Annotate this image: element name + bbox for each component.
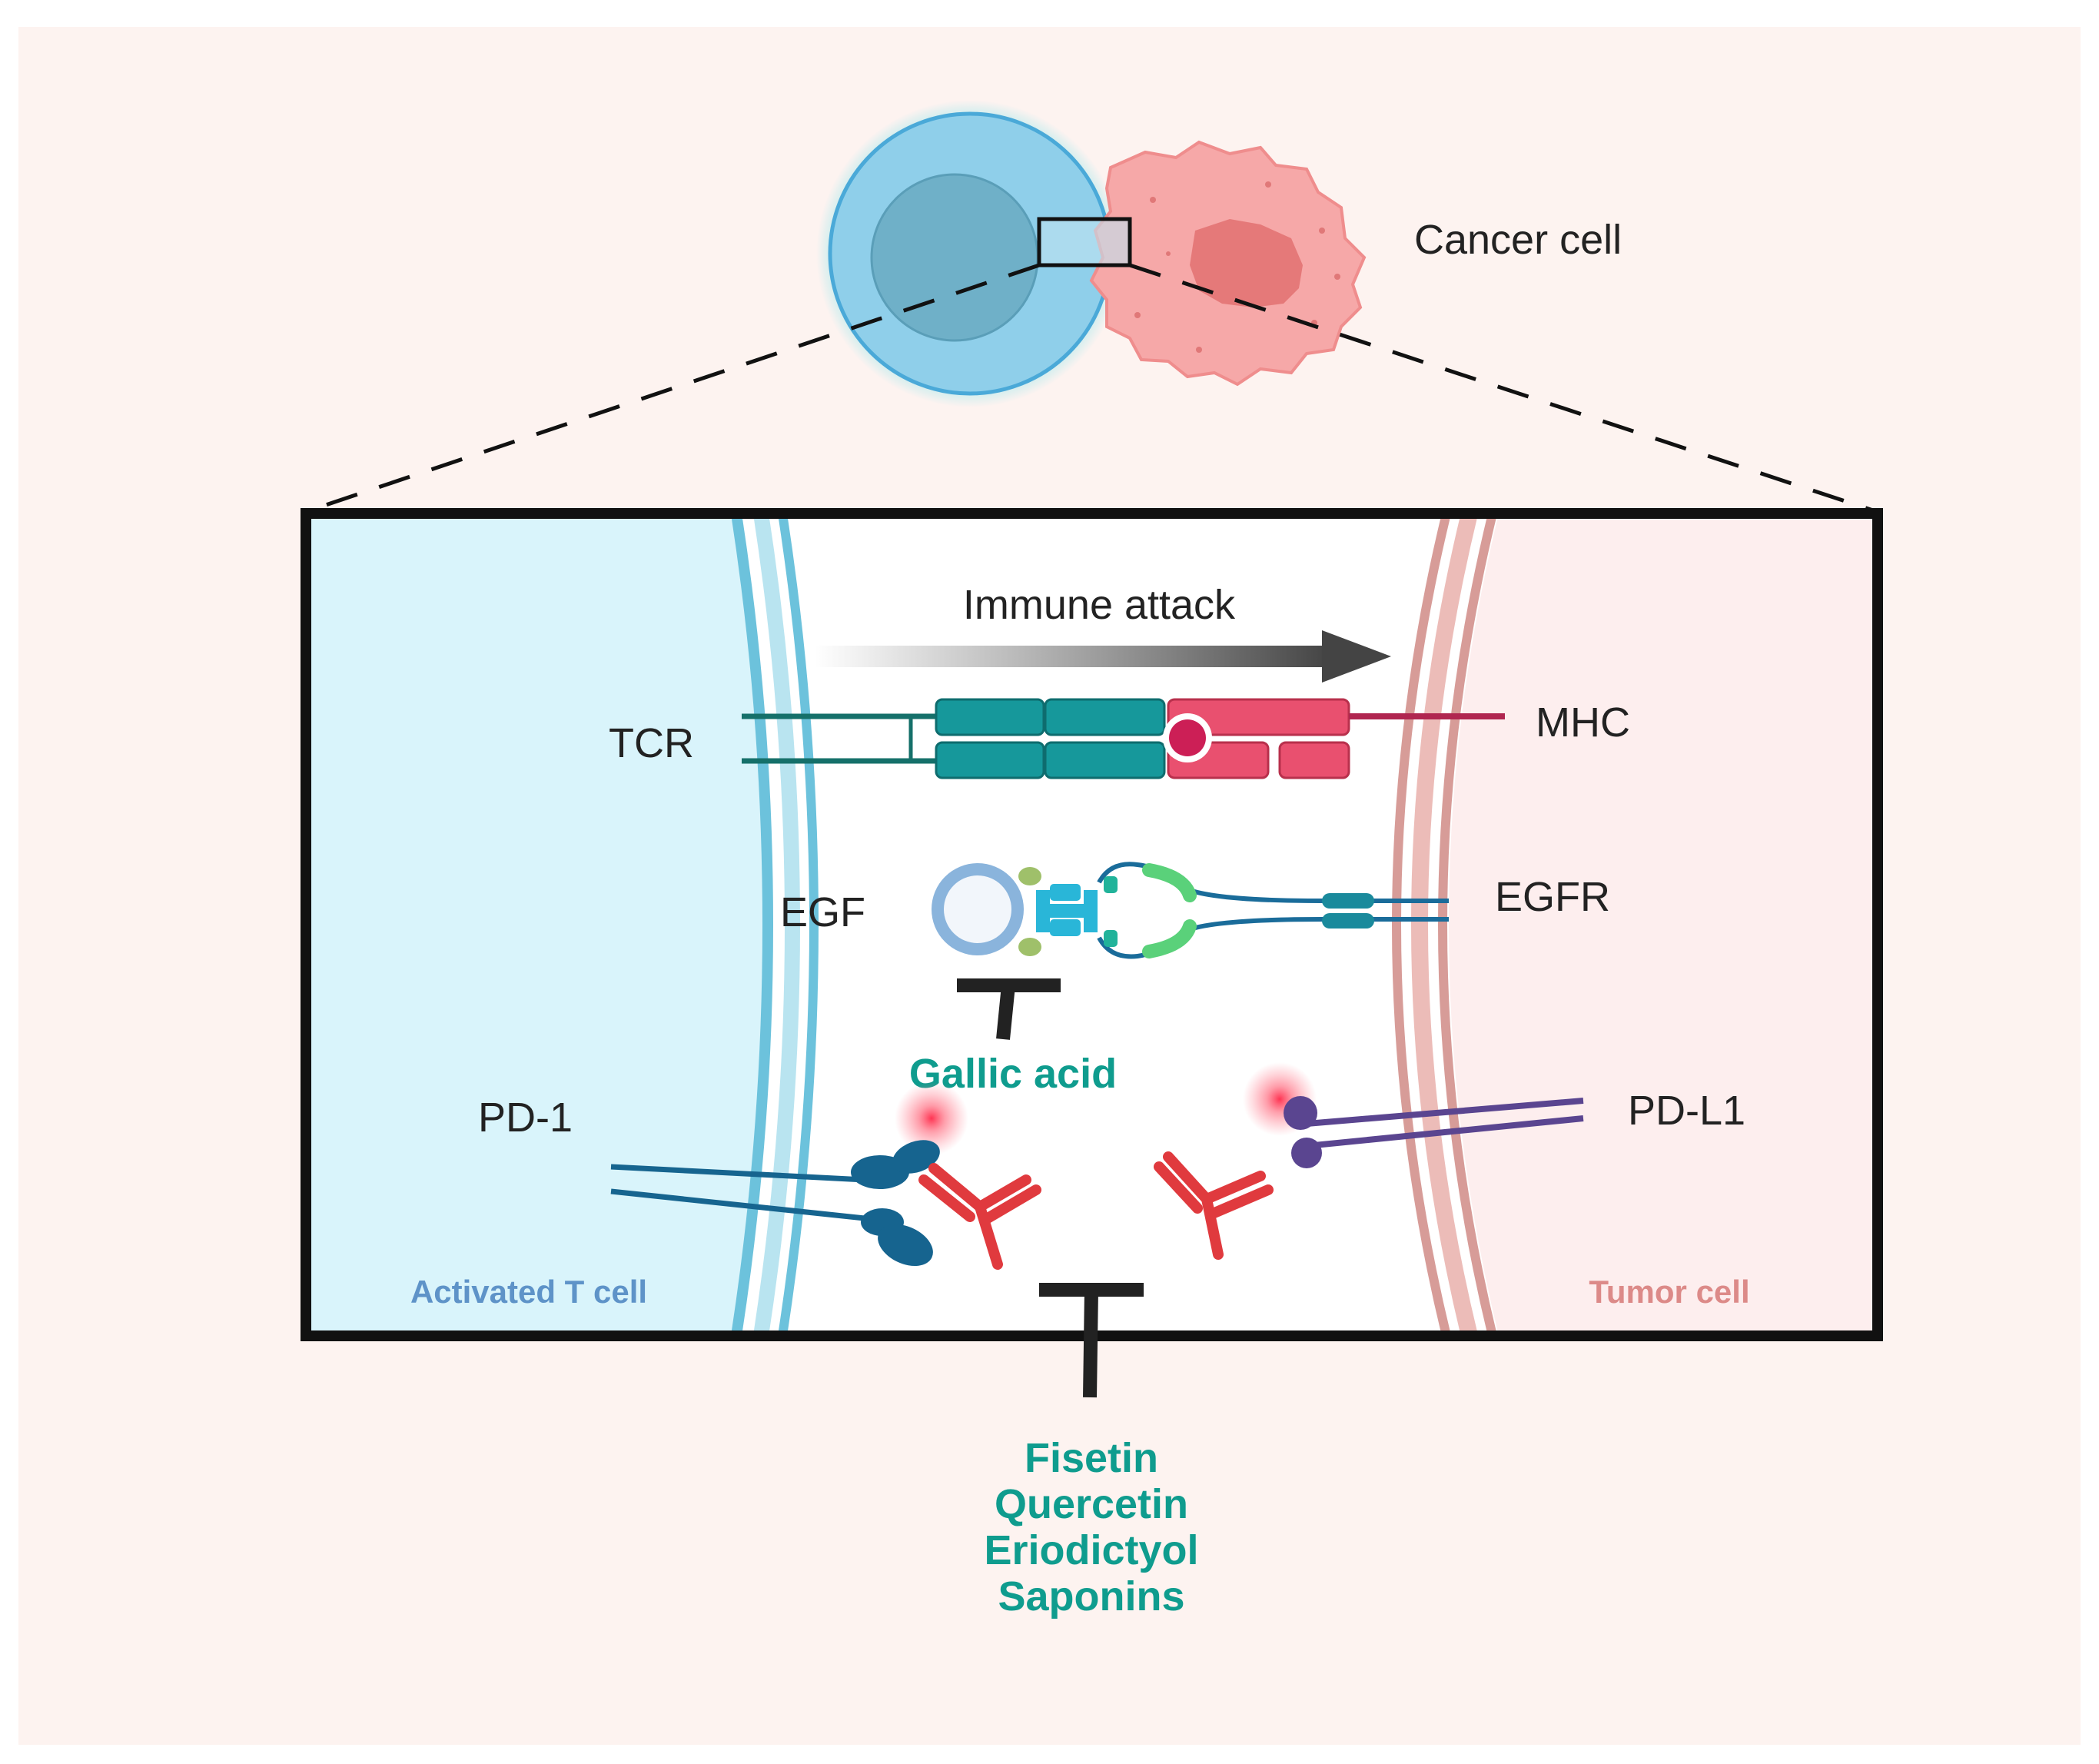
zoom-line-right [1129,263,1876,513]
inhibitor-saponins: Saponins [998,1573,1184,1619]
inhibitor-quercetin: Quercetin [995,1481,1188,1527]
pdl1-label: PD-L1 [1628,1088,1745,1134]
pd1-label: PD-1 [478,1095,573,1141]
cancer-cell-overview [1089,140,1367,387]
zoom-region-box [1037,217,1132,267]
immune-attack-arrow [815,630,1391,683]
antibody-right [1154,1151,1274,1260]
antibody-left [918,1163,1041,1270]
mhc-label: MHC [1536,699,1630,746]
egf-egfr-complex [932,862,1449,959]
inhibitor-list: Fisetin Quercetin Eriodictyol Saponins [984,1435,1198,1619]
immune-attack-label: Immune attack [963,582,1236,628]
tumor-cell-label: Tumor cell [1589,1274,1749,1310]
pd1-receptor [610,1140,940,1267]
cancer-cell-label: Cancer cell [1414,217,1622,263]
checkpoint-inhibition-symbol [1039,1283,1144,1398]
inhibitor-fisetin: Fisetin [1025,1435,1158,1481]
egf-label: EGF [780,889,865,935]
signal-glow-left [895,1081,968,1155]
inhibitor-eriodictyol: Eriodictyol [984,1527,1198,1573]
egfr-label: EGFR [1495,874,1610,920]
pdl1-ligand [1284,1096,1584,1168]
tcr-mhc-complex [742,698,1505,779]
tcr-label: TCR [609,720,694,766]
activated-t-cell-label: Activated T cell [410,1274,647,1310]
t-cell-overview [816,100,1124,407]
gallic-acid-inhibition-symbol [957,978,1061,1040]
zoom-line-left [307,263,1040,513]
